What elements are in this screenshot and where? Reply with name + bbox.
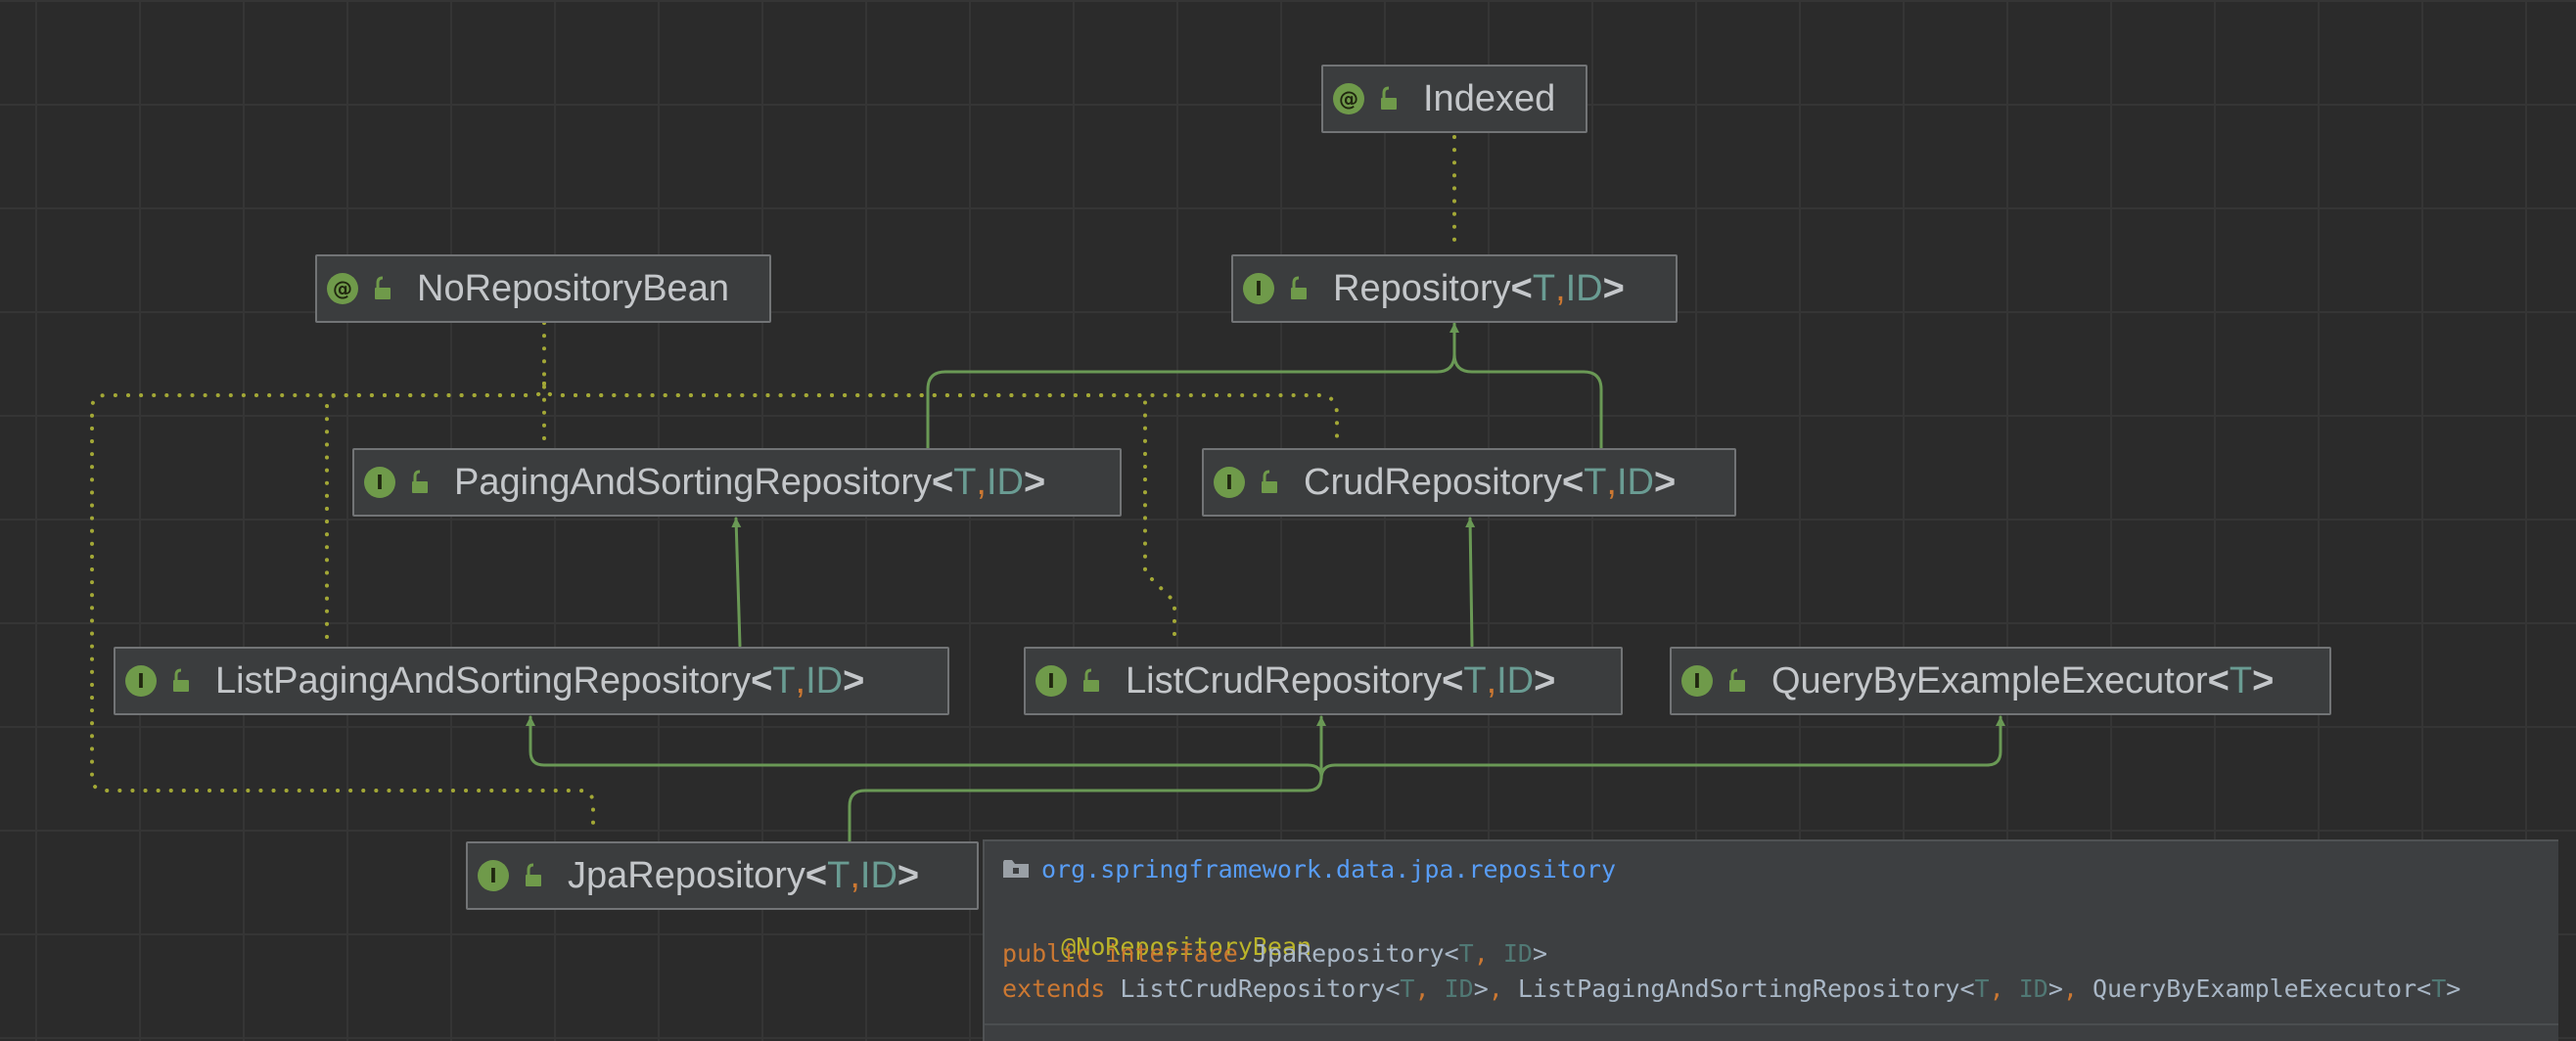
extends-link-listcrud[interactable]: ListCrudRepository	[1120, 974, 1386, 1003]
lock-open-icon	[526, 863, 541, 886]
annotation-badge: @	[327, 273, 358, 304]
edge-crud-annotation	[542, 382, 1339, 445]
annotation-badge: @	[1333, 83, 1364, 114]
edge-listcrud-crud	[1465, 517, 1476, 648]
edge-listpaging-paging	[731, 517, 742, 648]
package-folder-icon	[1003, 860, 1029, 878]
node-label: CrudRepository	[1304, 461, 1562, 503]
node-no-repository-bean[interactable]: @ NoRepositoryBean	[315, 254, 771, 323]
lock-open-icon	[173, 668, 189, 692]
node-crud-repository[interactable]: I CrudRepository<T, ID>	[1202, 448, 1736, 517]
extends-link-querybyexample[interactable]: QueryByExampleExecutor	[2093, 974, 2417, 1003]
lock-open-icon	[1729, 668, 1745, 692]
node-label: JpaRepository	[568, 854, 805, 896]
node-label: Repository	[1333, 267, 1511, 309]
node-query-by-example-executor[interactable]: I QueryByExampleExecutor<T>	[1670, 647, 2331, 715]
lock-open-icon	[375, 276, 391, 299]
annotation-text: @NoRepositoryBean	[1061, 932, 1312, 961]
node-list-crud-repository[interactable]: I ListCrudRepository<T, ID>	[1024, 647, 1623, 715]
node-repository[interactable]: I Repository<T, ID>	[1231, 254, 1678, 323]
code-extends-line: extends ListCrudRepository<T, ID>, ListP…	[1002, 974, 2461, 1003]
interface-badge: I	[1243, 273, 1274, 304]
edge-jpa-annotation	[90, 382, 595, 836]
interface-badge: I	[125, 665, 157, 697]
interface-badge: I	[1035, 665, 1067, 697]
node-label: PagingAndSortingRepository	[454, 461, 932, 503]
interface-badge: I	[478, 860, 509, 891]
interface-badge: I	[364, 467, 395, 498]
node-label: ListPagingAndSortingRepository	[215, 659, 752, 702]
lock-open-icon	[1291, 276, 1307, 299]
package-link[interactable]: org.springframework.data.jpa.repository	[1041, 854, 1616, 883]
code-declaration-line: public interface JpaRepository<T, ID>	[1002, 939, 1547, 968]
node-label: NoRepositoryBean	[417, 267, 729, 309]
edge-jpa-listpaging	[526, 715, 1323, 779]
extends-link-listpaging[interactable]: ListPagingAndSortingRepository	[1517, 974, 1960, 1003]
interface-badge: I	[1214, 467, 1245, 498]
lock-open-icon	[412, 470, 428, 493]
edge-listcrud-annotation	[542, 382, 1176, 649]
node-indexed[interactable]: @ Indexed	[1321, 65, 1587, 133]
lock-open-icon	[1083, 668, 1099, 692]
popup-divider	[985, 1023, 2558, 1025]
edge-crud-repository	[1452, 352, 1603, 450]
lock-open-icon	[1262, 470, 1277, 493]
node-label: QueryByExampleExecutor	[1771, 659, 2208, 702]
node-label: Indexed	[1423, 77, 1556, 119]
interface-badge: I	[1681, 665, 1713, 697]
lock-open-icon	[1381, 86, 1397, 110]
package-row[interactable]: org.springframework.data.jpa.repository	[1002, 849, 1616, 888]
node-jpa-repository[interactable]: I JpaRepository<T, ID>	[466, 841, 979, 910]
edge-jpa-querybyexample	[848, 715, 2005, 843]
code-annotation-line: @NoRepositoryBean	[1002, 904, 1311, 989]
node-paging-and-sorting-repository[interactable]: I PagingAndSortingRepository<T, ID>	[352, 448, 1122, 517]
node-label: ListCrudRepository	[1126, 659, 1443, 702]
node-list-paging-and-sorting-repository[interactable]: I ListPagingAndSortingRepository<T, ID>	[114, 647, 949, 715]
documentation-popup: org.springframework.data.jpa.repository …	[983, 839, 2558, 1041]
edge-paging-repository	[926, 322, 1459, 450]
